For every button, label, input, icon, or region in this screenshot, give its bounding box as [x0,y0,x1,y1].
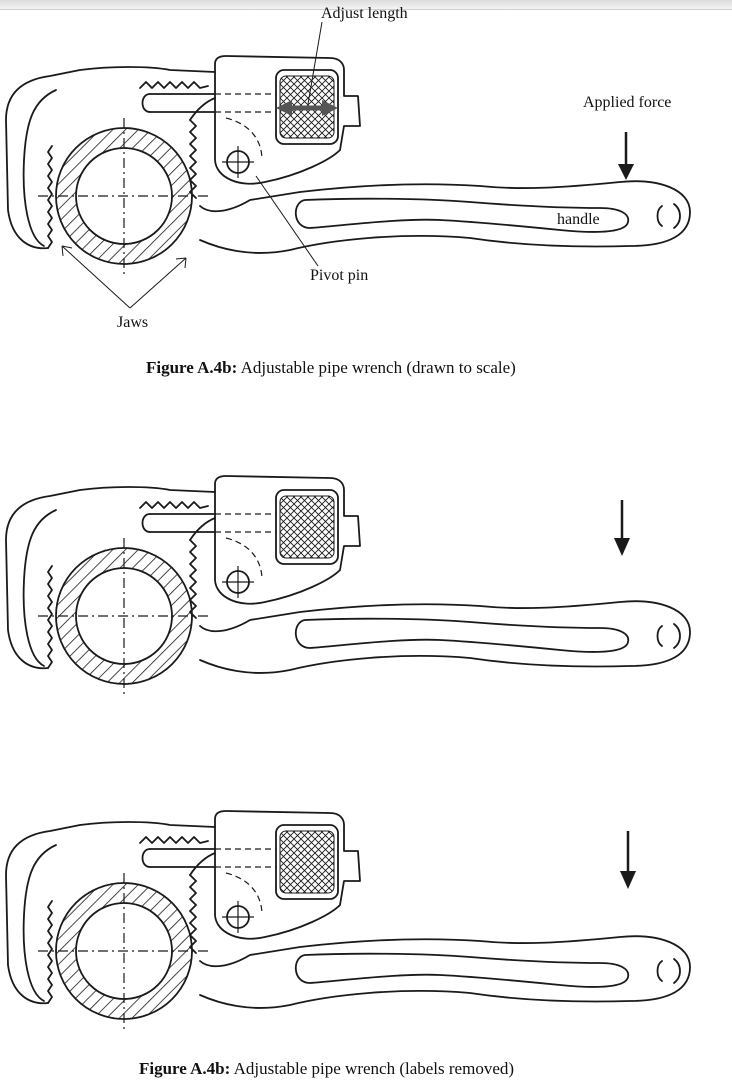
pivot-pin-leader [255,175,319,267]
caption-2-text: Adjustable pipe wrench (labels removed) [233,1059,515,1078]
pivot-pin-label: Pivot pin [310,267,369,284]
applied-force-arrow [618,132,634,180]
wrench-diagram-unlabeled-1 [5,475,691,697]
caption-1-prefix: Figure A.4b: [146,358,238,377]
applied-force-arrow [614,500,630,556]
jaws-arrowhead-right [175,257,187,269]
figure-caption-1: Figure A.4b: Adjustable pipe wrench (dra… [146,358,516,378]
adjust-length-label: Adjust length [321,5,408,22]
adjust-length-leader [307,21,323,105]
jaws-arrowhead-left [61,245,73,257]
applied-force-label: Applied force [583,94,672,111]
caption-1-text: Adjustable pipe wrench (drawn to scale) [240,358,516,377]
pipe-wrench-drawing [5,475,691,685]
figure-caption-2: Figure A.4b: Adjustable pipe wrench (lab… [139,1059,514,1079]
pipe-wrench-drawing [5,55,691,265]
handle-label: handle [557,211,600,228]
pipe-wrench-drawing [5,810,691,1020]
window-top-bar [0,0,732,10]
wrench-diagram-unlabeled-2 [5,810,691,1032]
jaws-label: Jaws [117,314,149,331]
jaws-leader-left [61,245,131,309]
applied-force-arrow [620,831,636,889]
caption-2-prefix: Figure A.4b: [139,1059,231,1078]
jaws-leader-right [129,257,187,309]
adjust-length-arrow [276,100,338,116]
wrench-diagram-labeled [5,21,691,309]
